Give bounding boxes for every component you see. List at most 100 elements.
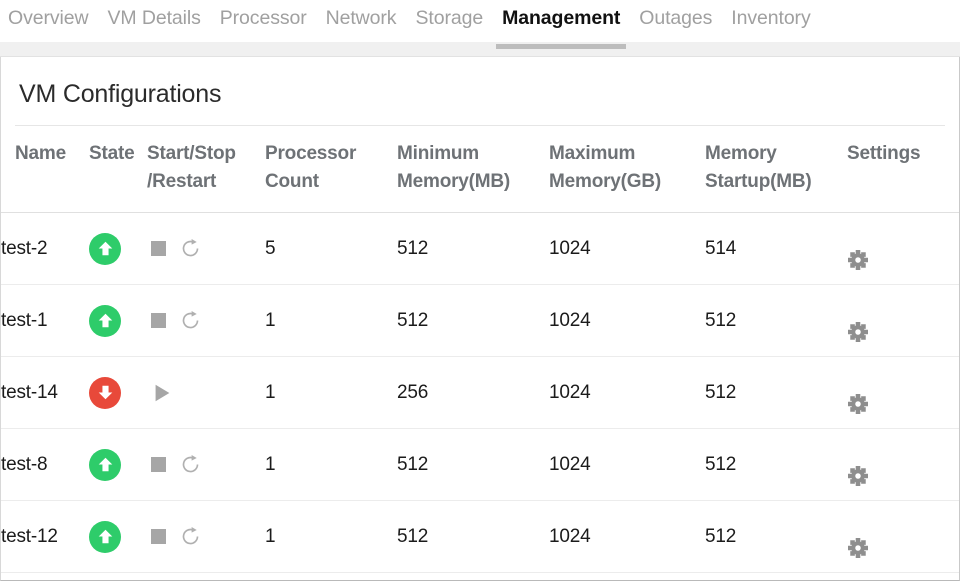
tab-label: Storage: [415, 7, 484, 29]
stop-square-icon[interactable]: [151, 529, 166, 544]
cell-settings: [847, 500, 959, 573]
tab-label: Inventory: [731, 7, 811, 29]
gear-icon[interactable]: [847, 515, 959, 559]
gear-icon[interactable]: [847, 371, 959, 415]
cell-state: [89, 212, 147, 285]
column-header-state[interactable]: State: [89, 126, 147, 213]
stop-square-icon[interactable]: [151, 457, 166, 472]
column-header-maxmem-line2: Memory(GB): [549, 171, 662, 192]
control-button-group: [147, 310, 265, 331]
column-header-control-line1: Start/Stop: [147, 143, 236, 164]
column-header-memory-startup[interactable]: Memory Startup(MB): [705, 126, 847, 213]
cell-maximum-memory: 1024: [549, 212, 705, 285]
cell-settings: [847, 428, 959, 501]
cell-vm-name: test-1: [1, 284, 89, 357]
cell-state: [89, 284, 147, 357]
tab-processor[interactable]: Processor: [220, 6, 307, 40]
column-header-processor-line1: Processor: [265, 143, 357, 164]
cell-state: [89, 428, 147, 501]
cell-vm-name: test-8: [1, 428, 89, 501]
cell-maximum-memory: 1024: [549, 428, 705, 501]
control-button-group: [147, 382, 265, 404]
cell-processor-count: 5: [265, 212, 397, 285]
tab-inventory[interactable]: Inventory: [731, 6, 810, 40]
gear-icon[interactable]: [847, 227, 959, 271]
cell-vm-name: test-14: [1, 356, 89, 429]
cell-memory-startup: 512: [705, 428, 847, 501]
stop-square-icon[interactable]: [151, 313, 166, 328]
cell-vm-name: test-12: [1, 500, 89, 573]
active-tab-indicator: [496, 44, 627, 49]
column-header-processor-count[interactable]: Processor Count: [265, 126, 397, 213]
cell-maximum-memory: 1024: [549, 284, 705, 357]
column-header-startmem-line2: Startup(MB): [705, 171, 812, 192]
cell-controls: [147, 284, 265, 357]
vm-configurations-table: Name State Start/Stop /Restart Processor…: [1, 126, 959, 573]
cell-memory-startup: 512: [705, 500, 847, 573]
column-header-startmem-line1: Memory: [705, 143, 777, 164]
gear-icon[interactable]: [847, 299, 959, 343]
cell-minimum-memory: 512: [397, 500, 549, 573]
tab-outages[interactable]: Outages: [639, 6, 712, 40]
arrow-up-circle-icon: [89, 520, 121, 553]
cell-memory-startup: 512: [705, 356, 847, 429]
column-header-maximum-memory[interactable]: Maximum Memory(GB): [549, 126, 705, 213]
cell-minimum-memory: 512: [397, 212, 549, 285]
column-header-control-line2: /Restart: [147, 171, 217, 192]
cell-memory-startup: 514: [705, 212, 847, 285]
cell-controls: [147, 356, 265, 429]
tab-bar: Overview VM Details Processor Network Storag…: [0, 0, 960, 49]
cell-settings: [847, 212, 959, 285]
stop-square-icon[interactable]: [151, 241, 166, 256]
arrow-down-circle-icon: [89, 376, 121, 409]
cell-state: [89, 500, 147, 573]
cell-vm-name: test-2: [1, 212, 89, 285]
restart-circular-arrow-icon[interactable]: [180, 310, 201, 331]
restart-circular-arrow-icon[interactable]: [180, 238, 201, 259]
cell-settings: [847, 284, 959, 357]
tab-label: Management: [502, 7, 621, 29]
column-header-processor-line2: Count: [265, 171, 319, 192]
tab-vm-details[interactable]: VM Details: [107, 6, 200, 40]
column-header-minimum-memory[interactable]: Minimum Memory(MB): [397, 126, 549, 213]
table-header-row: Name State Start/Stop /Restart Processor…: [1, 126, 959, 213]
arrow-up-circle-icon: [89, 304, 121, 337]
column-header-name[interactable]: Name: [1, 126, 89, 213]
tab-bar-divider: [0, 42, 960, 57]
cell-processor-count: 1: [265, 356, 397, 429]
column-header-minmem-line1: Minimum: [397, 143, 479, 164]
tab-label: Processor: [219, 7, 307, 29]
column-header-maxmem-line1: Maximum: [549, 143, 636, 164]
column-header-minmem-line2: Memory(MB): [397, 171, 511, 192]
gear-icon[interactable]: [847, 443, 959, 487]
restart-circular-arrow-icon[interactable]: [180, 526, 201, 547]
cell-minimum-memory: 256: [397, 356, 549, 429]
title-divider: [15, 125, 945, 126]
cell-maximum-memory: 1024: [549, 500, 705, 573]
tab-overview[interactable]: Overview: [8, 6, 89, 40]
cell-processor-count: 1: [265, 428, 397, 501]
tab-network[interactable]: Network: [326, 6, 397, 40]
cell-controls: [147, 212, 265, 285]
column-header-settings[interactable]: Settings: [847, 126, 959, 213]
cell-controls: [147, 500, 265, 573]
vm-configurations-card: VM Configurations Name State Start/Stop …: [0, 57, 960, 581]
cell-maximum-memory: 1024: [549, 356, 705, 429]
play-triangle-icon[interactable]: [151, 382, 173, 404]
column-header-control[interactable]: Start/Stop /Restart: [147, 126, 265, 213]
tab-storage[interactable]: Storage: [415, 6, 483, 40]
cell-memory-startup: 512: [705, 284, 847, 357]
cell-state: [89, 356, 147, 429]
cell-settings: [847, 356, 959, 429]
control-button-group: [147, 526, 265, 547]
tab-label: Network: [325, 7, 397, 29]
tab-label: VM Details: [107, 7, 201, 29]
restart-circular-arrow-icon[interactable]: [180, 454, 201, 475]
tab-management[interactable]: Management: [496, 6, 627, 49]
